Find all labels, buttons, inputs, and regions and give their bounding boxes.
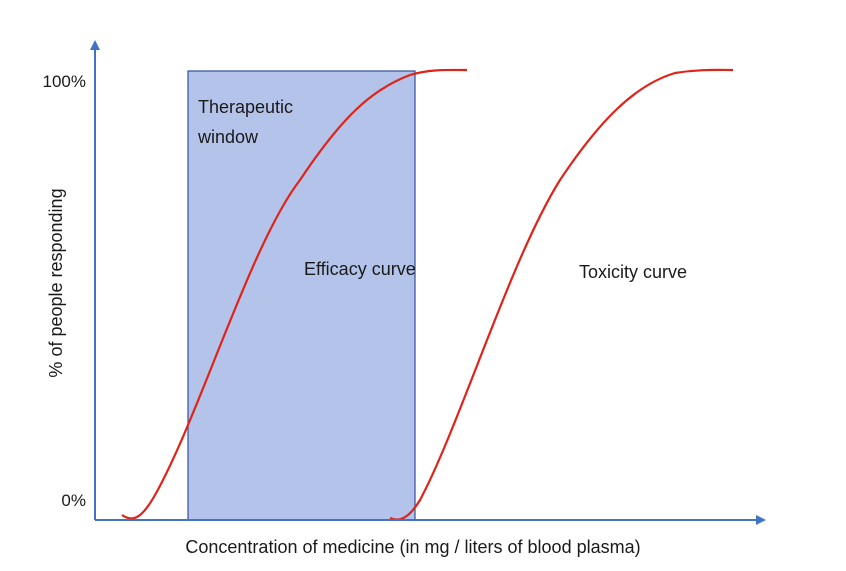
y-axis-title: % of people responding — [46, 188, 66, 377]
toxicity-curve-line — [389, 68, 734, 521]
therapeutic-window-label-line1: Therapeutic — [198, 97, 293, 117]
therapeutic-window-label-line2: window — [197, 127, 259, 147]
y-axis-arrowhead — [90, 40, 100, 50]
therapeutic-window-region — [187, 70, 416, 521]
y-tick-100-label: 100% — [43, 72, 86, 91]
efficacy-curve-label: Efficacy curve — [304, 259, 416, 279]
y-tick-0-label: 0% — [61, 491, 86, 510]
x-axis-arrowhead — [756, 515, 766, 525]
x-axis-title: Concentration of medicine (in mg / liter… — [185, 537, 640, 557]
efficacy-curve-line — [121, 68, 468, 520]
toxicity-curve-label: Toxicity curve — [579, 262, 687, 282]
